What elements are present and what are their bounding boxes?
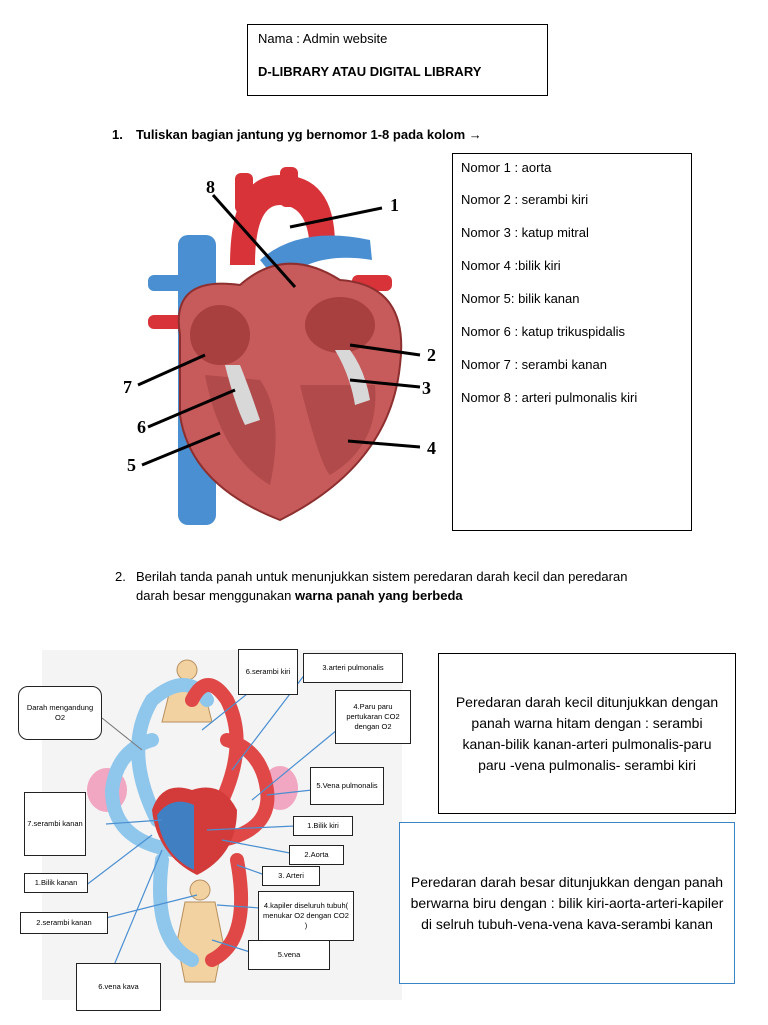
heart-label-8: 8 [206,177,215,197]
heart-label-5: 5 [127,455,136,475]
heart-illustration [137,167,421,525]
answer-7: Nomor 7 : serambi kanan [461,357,607,372]
label-arteri-3: 3. Arteri [262,866,320,886]
left-ventricle-shape [300,385,376,475]
right-ventricle-shape [205,375,276,485]
answer-1: Nomor 1 : aorta [461,160,552,175]
label-serambi-kiri-6: 6.serambi kiri [238,649,298,695]
label-serambi-kanan-2: 2.serambi kanan [20,912,108,934]
answer-box: Nomor 1 : aorta Nomor 2 : serambi kiri N… [452,153,692,531]
header-box: Nama : Admin website D-LIBRARY ATAU DIGI… [247,24,548,96]
large-circulation-box: Peredaran darah besar ditunjukkan dengan… [399,822,735,984]
small-circulation-text: Peredaran darah kecil ditunjukkan dengan… [455,693,719,773]
answer-4: Nomor 4 :bilik kiri [461,258,561,273]
heart-label-1: 1 [390,195,399,215]
q1-number: 1. [112,127,123,142]
left-atrium-shape [305,297,375,353]
heart-label-3: 3 [422,378,431,398]
aorta-shape [230,175,335,265]
label-paru-paru-4: 4.Paru paru pertukaran CO2 dengan O2 [335,690,411,744]
small-circulation-box: Peredaran darah kecil ditunjukkan dengan… [438,653,736,814]
title-line: D-LIBRARY ATAU DIGITAL LIBRARY [258,64,482,79]
answer-6: Nomor 6 : katup trikuspidalis [461,324,626,339]
q2-text-bold: warna panah yang berbeda [295,588,463,603]
label-bilik-kanan-1: 1.Bilik kanan [24,873,88,893]
label-darah: Darah mengandung O2 [18,686,102,740]
label-vena-kava-6: 6.vena kava [76,963,161,1011]
q2-text-plain: darah besar menggunakan [136,588,296,603]
label-arteri-pulmonalis-3: 3.arteri pulmonalis [303,653,403,683]
heart-label-4: 4 [427,438,436,458]
q2-text-line2: darah besar menggunakan warna panah yang… [136,588,463,603]
heart-label-7: 7 [123,377,132,397]
nama-line: Nama : Admin website [258,31,388,46]
heart-diagram: 1 2 3 4 5 6 7 8 [110,165,440,530]
answer-3: Nomor 3 : katup mitral [461,225,589,240]
answer-2: Nomor 2 : serambi kiri [461,192,589,207]
label-aorta-2: 2.Aorta [289,845,344,865]
large-circulation-text: Peredaran darah besar ditunjukkan dengan… [410,873,724,932]
q1-text: Tuliskan bagian jantung yg bernomor 1-8 … [136,127,482,142]
label-bilik-kiri-1: 1.Bilik kiri [293,816,353,836]
heart-label-6: 6 [137,417,146,437]
heart-label-2: 2 [427,345,436,365]
answer-8: Nomor 8 : arteri pulmonalis kiri [461,390,638,405]
q2-number: 2. [115,569,126,584]
label-vena-5: 5.vena [248,940,330,970]
answer-5: Nomor 5: bilik kanan [461,291,580,306]
right-atrium-shape [190,305,250,365]
label-serambi-kanan-7: 7.serambi kanan [24,792,86,856]
label-kapiler-4: 4.kapiler diseluruh tubuh( menukar O2 de… [258,891,354,941]
label-vena-pulmonalis-5: 5.Vena pulmonalis [310,767,384,805]
q2-text-line1: Berilah tanda panah untuk menunjukkan si… [136,569,628,584]
